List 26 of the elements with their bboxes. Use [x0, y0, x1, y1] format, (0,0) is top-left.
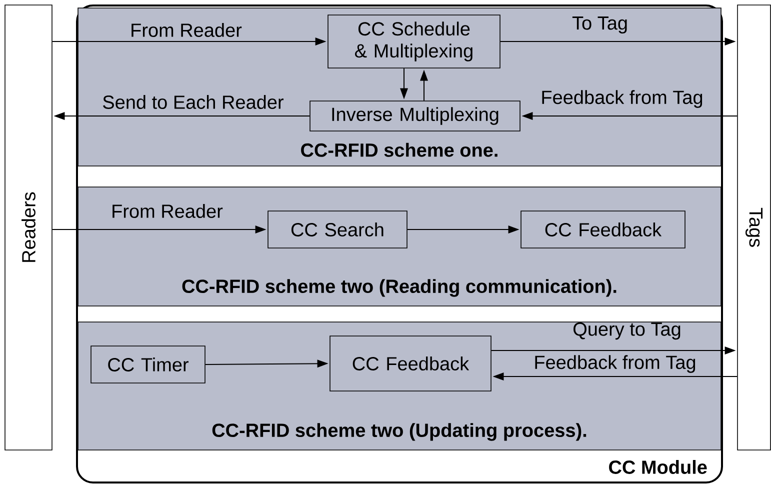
- process-box: CC Schedule & Multiplexing: [328, 14, 500, 68]
- arrow: [500, 38, 736, 46]
- arrow: [400, 68, 408, 100]
- process-box: Inverse Multiplexing: [310, 100, 520, 132]
- process-box: CC Search: [268, 210, 408, 248]
- tags-box: Tags: [737, 4, 771, 450]
- arrow: [522, 112, 738, 120]
- process-box: CC Timer: [90, 346, 206, 384]
- arrow: [52, 226, 266, 234]
- arrow: [492, 372, 738, 380]
- arrow: [406, 226, 520, 234]
- arrow: [490, 346, 736, 354]
- process-box: CC Feedback: [330, 336, 492, 392]
- arrow: [54, 112, 310, 120]
- edge-label: From Reader: [132, 23, 242, 37]
- edge-label: Feedback from Tag: [535, 355, 696, 373]
- edge-label: Send to Each Reader: [103, 95, 284, 109]
- edge-label: To Tag: [572, 16, 627, 34]
- arrow: [420, 70, 428, 102]
- edge-label: From Reader: [112, 204, 223, 218]
- edge-label: Feedback from Tag: [542, 90, 702, 108]
- arrow: [52, 38, 326, 46]
- readers-box: Readers: [4, 4, 52, 450]
- arrow: [204, 360, 328, 368]
- process-box: CC Feedback: [520, 210, 686, 248]
- edge-label: Query to Tag: [574, 322, 680, 340]
